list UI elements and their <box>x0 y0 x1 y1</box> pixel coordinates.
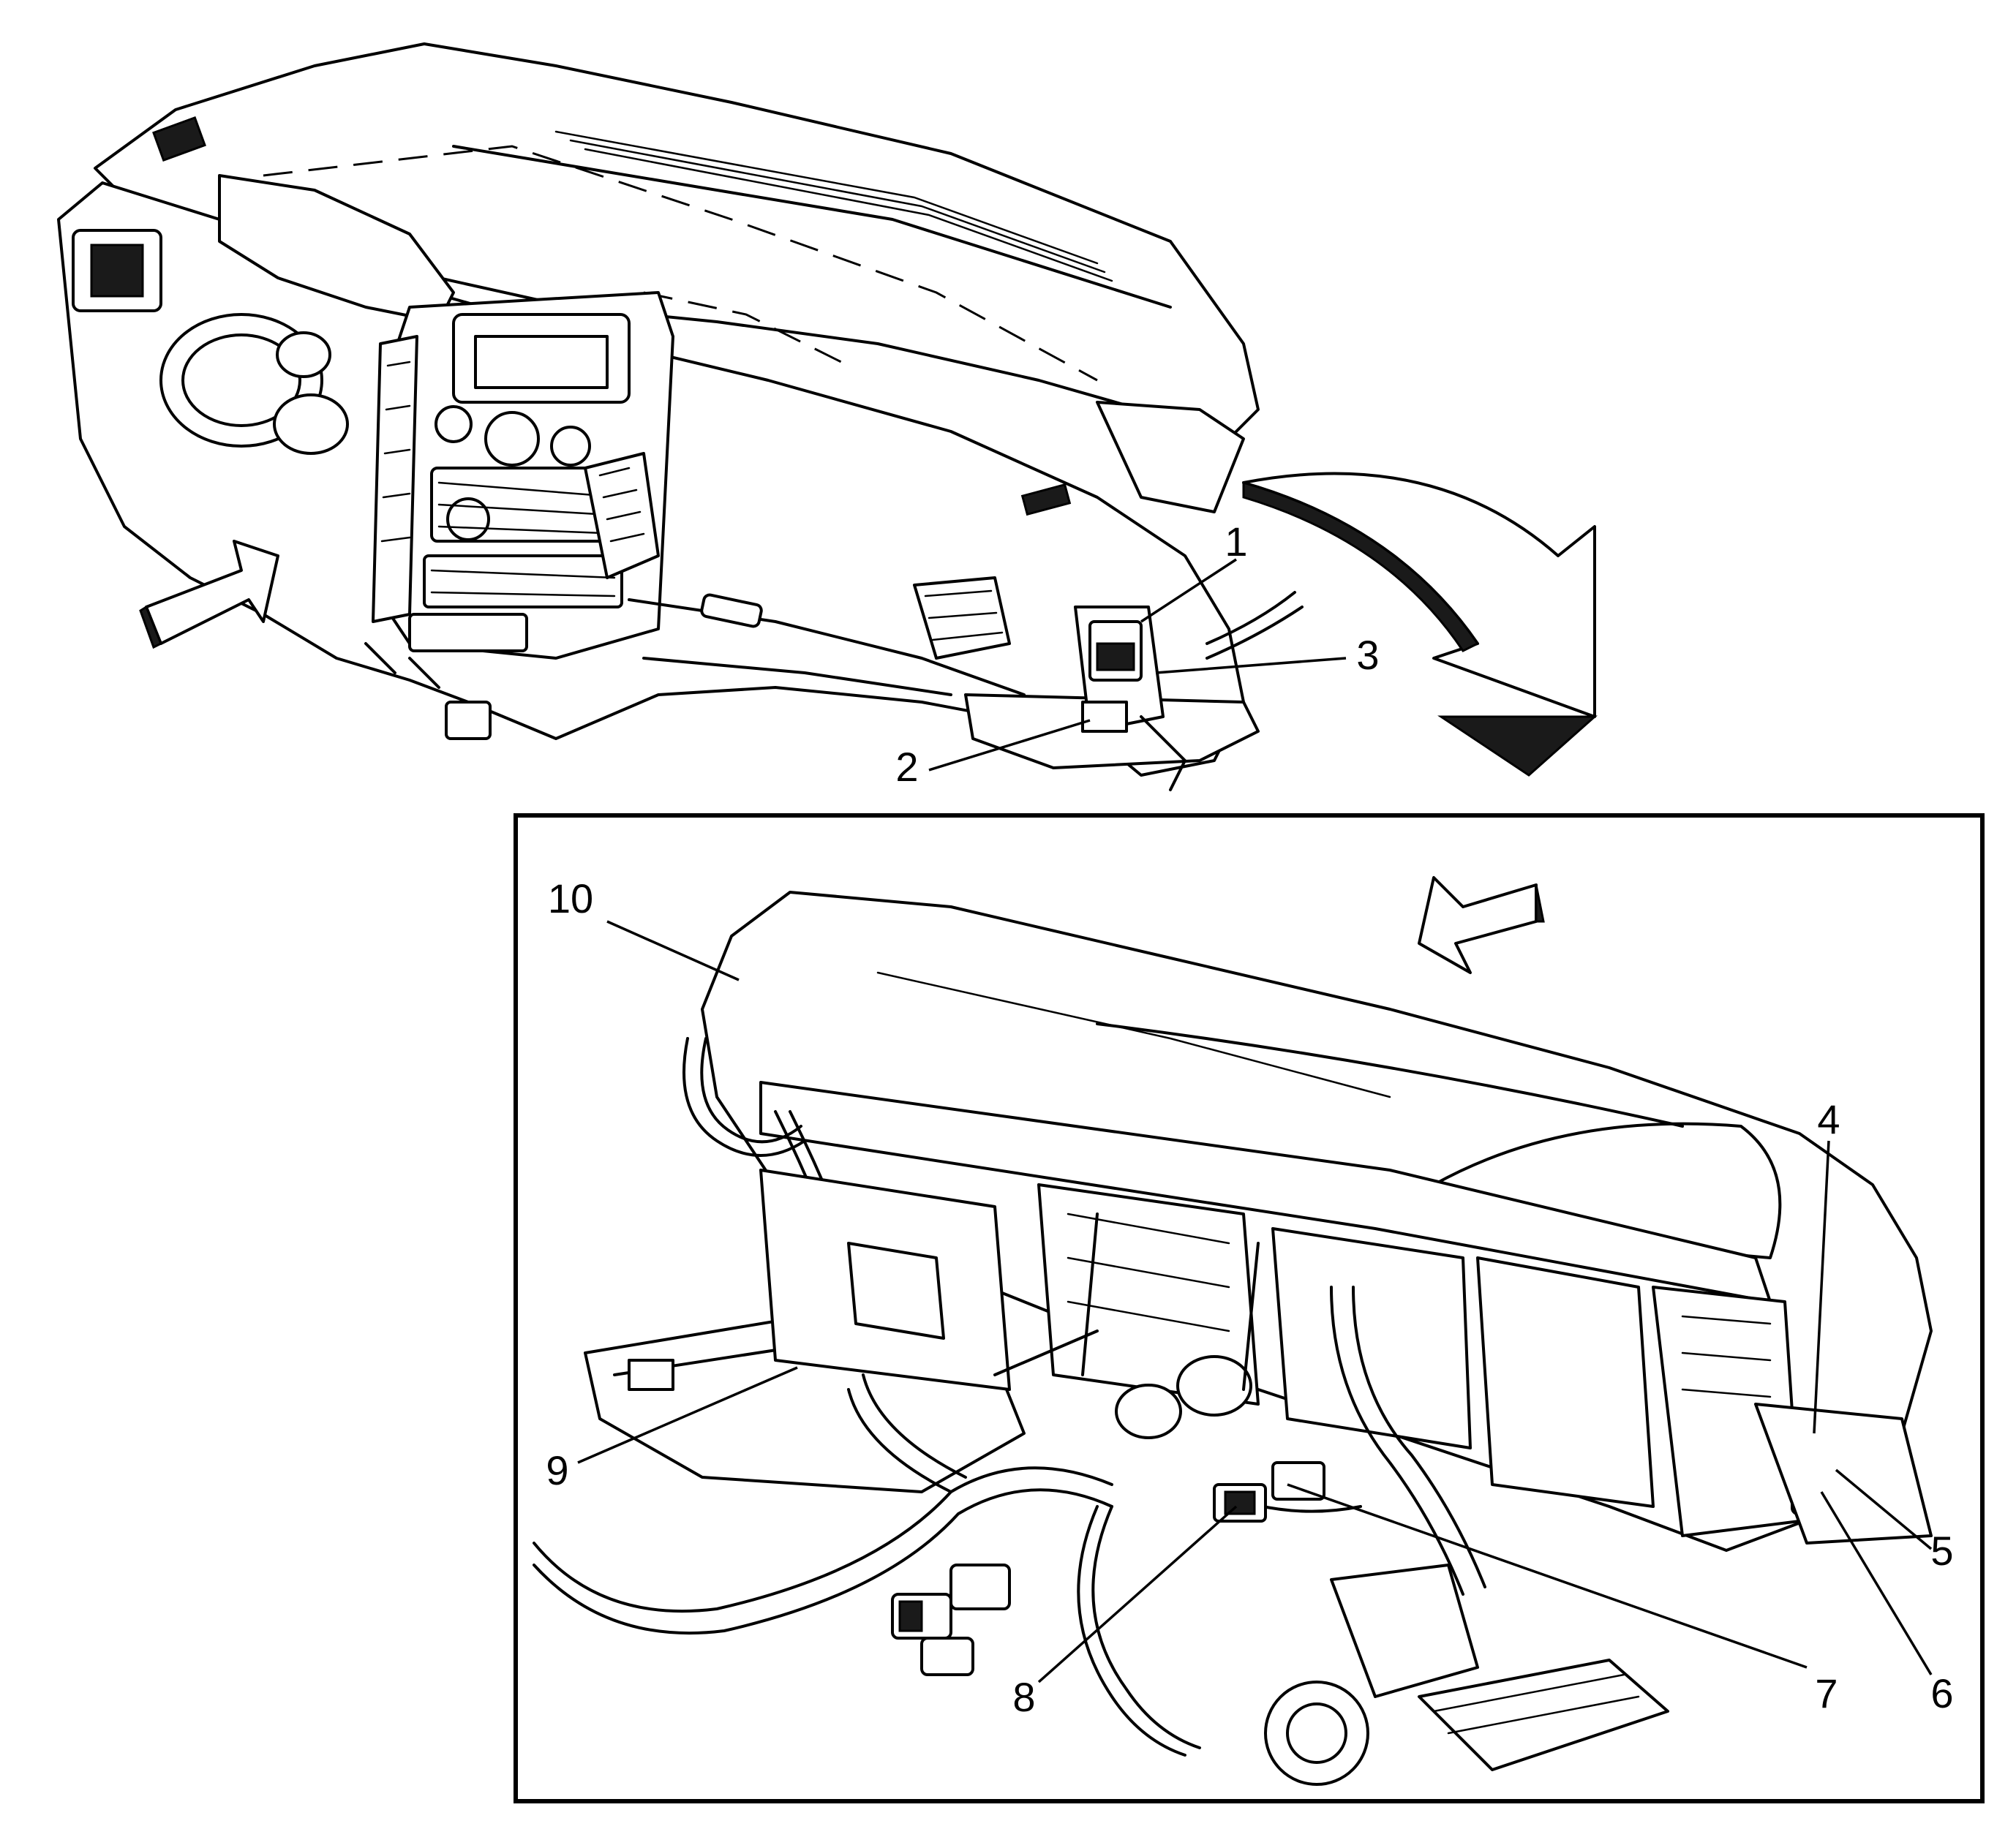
callout-10: 10 <box>548 875 593 921</box>
leader-3 <box>1155 657 1347 674</box>
leader-9 <box>577 1366 798 1464</box>
callout-labels: 1 2 3 4 5 6 7 8 9 10 <box>546 518 1953 1720</box>
view-direction-arrow-icon <box>1418 876 1545 974</box>
leader-5 <box>1835 1468 1933 1550</box>
callout-1: 1 <box>1225 518 1247 565</box>
view-direction-arrow-icon <box>139 540 279 649</box>
leader-7 <box>1287 1483 1808 1669</box>
leader-4 <box>1813 1140 1830 1434</box>
leader-1 <box>1140 558 1237 623</box>
callout-8: 8 <box>1012 1674 1035 1720</box>
callout-7: 7 <box>1815 1670 1838 1716</box>
leader-2 <box>928 719 1091 772</box>
leader-8 <box>1037 1505 1238 1683</box>
callout-9: 9 <box>546 1447 568 1493</box>
instrument-panel-overview <box>57 42 1304 791</box>
leader-6 <box>1820 1491 1933 1675</box>
callout-4: 4 <box>1817 1096 1840 1142</box>
callout-5: 5 <box>1930 1528 1953 1574</box>
detail-view-frame <box>514 813 1985 1803</box>
instrument-panel-rear-detail <box>533 891 1933 1786</box>
callout-2: 2 <box>895 744 918 790</box>
callout-3: 3 <box>1356 632 1379 678</box>
leader-lines <box>577 558 1933 1683</box>
detail-transition-arrow-icon <box>1242 472 1598 777</box>
callout-6: 6 <box>1930 1670 1953 1716</box>
leader-10 <box>606 920 740 981</box>
